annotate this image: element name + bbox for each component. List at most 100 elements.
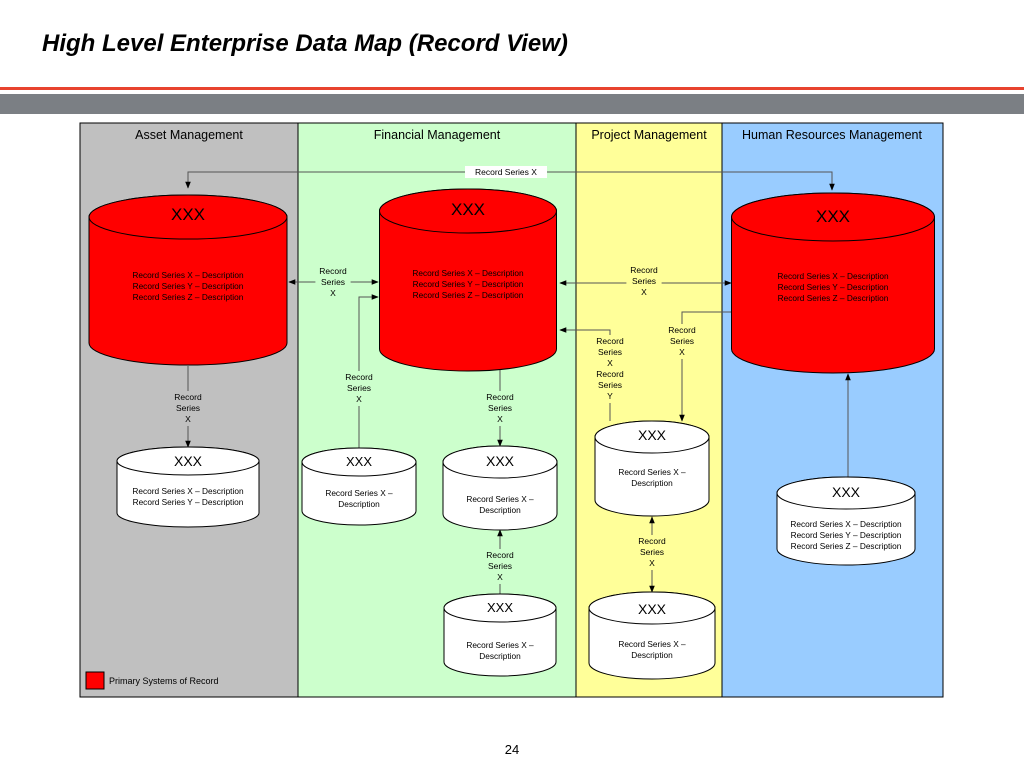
flow-label-line: Record — [345, 372, 373, 382]
flow-label-line: Record — [630, 265, 658, 275]
flow-top-to-asset — [185, 171, 468, 189]
flow-label-line: X — [330, 288, 336, 298]
system-record-line: Record Series X – — [618, 467, 686, 477]
flow-label-line: Series — [632, 276, 656, 286]
system-name: XXX — [346, 454, 372, 469]
cylinder-top — [379, 188, 557, 234]
system-record-line: Description — [338, 499, 380, 509]
flow-label-line: X — [185, 414, 191, 424]
flow-label-bg — [664, 324, 700, 359]
system-record-line: Record Series X – — [466, 494, 534, 504]
flow-label-bg — [465, 166, 547, 178]
system-name: XXX — [816, 207, 850, 226]
legend: Primary Systems of Record — [85, 671, 219, 690]
system-fin-bottom: XXX Record Series X –Description — [443, 593, 557, 677]
system-proj-top: XXX Record Series X –Description — [594, 420, 710, 517]
lane-title-project: Project Management — [591, 128, 707, 142]
page-number: 24 — [504, 742, 520, 757]
lane-title-financial: Financial Management — [374, 128, 501, 142]
system-record-line: Record Series X – Description — [790, 519, 902, 529]
cylinder-top — [116, 446, 260, 476]
flow-label-line: Record — [174, 392, 202, 402]
system-name: XXX — [638, 601, 667, 617]
flow-label-line: Record — [486, 550, 514, 560]
system-record-line: Record Series Z – Description — [778, 293, 889, 303]
flow-label-line: X — [641, 287, 647, 297]
flow-top-to-hr — [468, 171, 835, 191]
system-record-line: Record Series X – Description — [412, 268, 524, 278]
flow-label-line: Series — [176, 403, 200, 413]
flow-label-line: Record — [319, 266, 347, 276]
system-record-line: Record Series X – — [618, 639, 686, 649]
system-record-line: Record Series X – Description — [132, 270, 244, 280]
lane-title-hr: Human Resources Management — [742, 128, 922, 142]
cylinder-top — [588, 591, 716, 625]
flow-label-line: Series — [640, 547, 664, 557]
cylinder-top — [301, 447, 417, 477]
flow-labels: Record Series XRecordSeriesXRecordSeries… — [170, 166, 700, 584]
header-band — [0, 94, 1024, 114]
system-name: XXX — [638, 427, 667, 443]
flow-label-bg — [341, 371, 377, 406]
system-record-line: Description — [479, 651, 521, 661]
flow-label-line: Series — [598, 380, 622, 390]
system-name: XXX — [486, 453, 515, 469]
system-name: XXX — [832, 484, 861, 500]
system-record-line: Record Series X – — [466, 640, 534, 650]
flow-label-line: X — [497, 572, 503, 582]
system-record-line: Description — [631, 650, 673, 660]
flow-hr-to-proj — [679, 311, 731, 422]
system-proj-bottom: XXX Record Series X –Description — [588, 591, 716, 680]
system-name: XXX — [171, 205, 205, 224]
system-record-line: Record Series Z – Description — [791, 541, 902, 551]
system-record-line: Record Series Y – Description — [133, 281, 244, 291]
flow-label-line: Record — [596, 369, 624, 379]
legend-swatch — [85, 671, 105, 690]
system-record-line: Record Series X – Description — [132, 486, 244, 496]
flow-label-line: X — [649, 558, 655, 568]
system-record-line: Record Series Z – Description — [133, 292, 244, 302]
flow-label-line: Series — [488, 403, 512, 413]
system-name: XXX — [451, 200, 485, 219]
cylinder-top — [88, 194, 288, 240]
cylinder-top — [776, 476, 916, 510]
system-record-line: Record Series X – — [325, 488, 393, 498]
flow-label-line: Series — [347, 383, 371, 393]
system-record-line: Record Series Y – Description — [778, 282, 889, 292]
system-name: XXX — [487, 600, 513, 615]
flow-label-bg — [315, 265, 351, 300]
flow-label-line: Series — [321, 277, 345, 287]
flow-label-line: Y — [607, 391, 613, 401]
flow-label-line: X — [497, 414, 503, 424]
system-fin-left: XXX Record Series X –Description — [301, 447, 417, 526]
system-record-line: Record Series Z – Description — [413, 290, 524, 300]
system-record-line: Description — [631, 478, 673, 488]
cylinder-top — [443, 593, 557, 623]
cylinder-top — [594, 420, 710, 454]
cylinder-top — [731, 192, 935, 242]
flow-label-line: Record — [486, 392, 514, 402]
flow-label-bg — [626, 264, 662, 299]
flow-label-line: Series — [488, 561, 512, 571]
system-record-line: Record Series Y – Description — [791, 530, 902, 540]
slide-title: High Level Enterprise Data Map (Record V… — [42, 30, 568, 57]
system-record-line: Record Series Y – Description — [133, 497, 244, 507]
legend-label: Primary Systems of Record — [109, 676, 219, 686]
flow-label-line: X — [679, 347, 685, 357]
